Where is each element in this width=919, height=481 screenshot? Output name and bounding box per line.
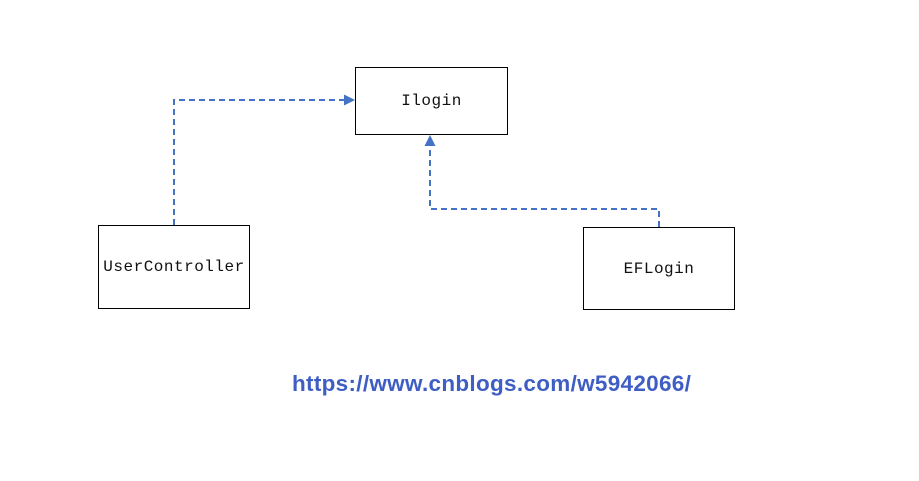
connector-eflogin-to-ilogin <box>424 135 660 227</box>
node-usercontroller: UserController <box>98 225 250 309</box>
node-usercontroller-label: UserController <box>103 258 245 276</box>
arrowhead-right-icon <box>344 94 355 106</box>
connector-line <box>429 145 660 227</box>
node-ilogin-label: Ilogin <box>401 92 462 110</box>
connector-line <box>173 99 345 225</box>
node-eflogin-label: EFLogin <box>623 259 695 278</box>
url-caption: https://www.cnblogs.com/w5942066/ <box>292 371 692 396</box>
arrowhead-up-icon <box>424 135 436 146</box>
node-ilogin: Ilogin <box>355 67 508 135</box>
node-eflogin: EFLogin <box>583 227 735 310</box>
connector-usercontroller-to-ilogin <box>173 94 355 225</box>
